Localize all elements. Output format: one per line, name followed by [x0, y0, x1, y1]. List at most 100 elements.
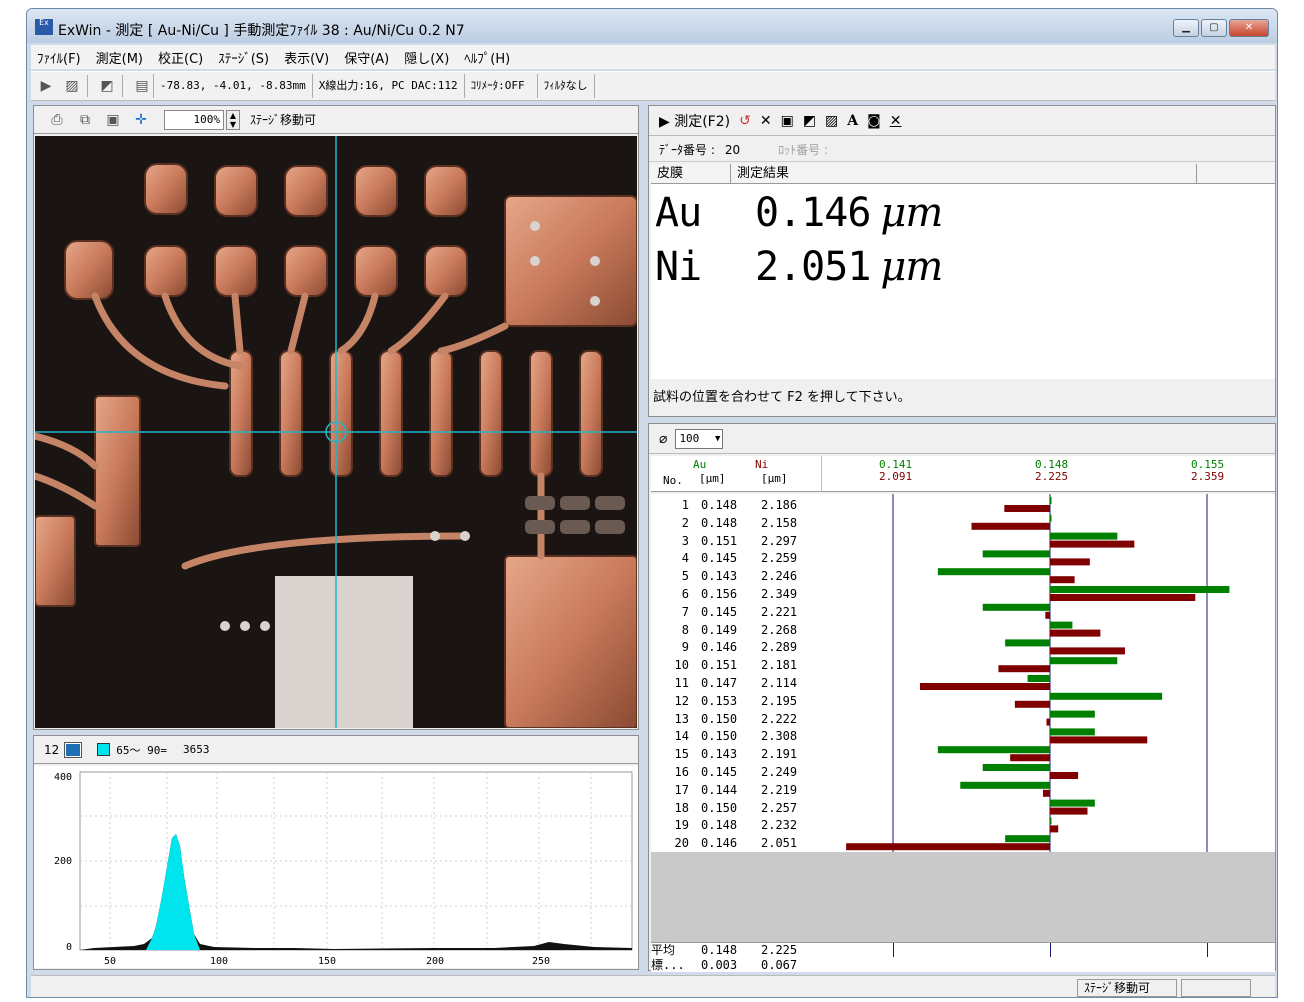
menu-file[interactable]: ﾌｧｲﾙ(F) — [37, 51, 81, 67]
print-icon[interactable]: ⎙ — [51, 111, 63, 128]
pcb-image — [35, 136, 637, 728]
ni-deviation-bar — [1050, 772, 1079, 779]
menu-hidden[interactable]: 隠し(X) — [404, 51, 450, 67]
close-icon[interactable]: ✕ — [889, 112, 902, 129]
row-au-value: 0.143 — [701, 569, 738, 584]
menu-stage[interactable]: ｽﾃｰｼﾞ(S) — [218, 51, 270, 67]
hist-xtick: 50 — [104, 956, 116, 967]
avg-au: 0.148 — [701, 943, 738, 957]
menu-calibrate[interactable]: 校正(C) — [158, 51, 204, 67]
status-cell-empty — [1181, 979, 1251, 997]
camera-icon[interactable]: ◙ — [867, 112, 881, 129]
capture-icon[interactable]: ▣ — [780, 112, 794, 129]
ni-deviation-bar — [1004, 505, 1050, 512]
row-number: 15 — [674, 747, 689, 762]
capture-icon[interactable]: ▣ — [106, 111, 120, 128]
au-deviation-bar — [1050, 817, 1052, 825]
row-au-value: 0.145 — [701, 765, 738, 779]
header-unit-au: [μm] — [699, 472, 726, 485]
menu-bar: ﾌｧｲﾙ(F) 測定(M) 校正(C) ｽﾃｰｼﾞ(S) 表示(V) 保守(A)… — [31, 45, 1275, 69]
au-deviation-bar — [937, 568, 1050, 576]
row-ni-value: 2.114 — [761, 676, 798, 690]
spectrum-icon[interactable]: ▨ — [65, 78, 79, 94]
count-select[interactable]: 100▼ — [675, 428, 724, 449]
hist-xtick: 250 — [532, 956, 550, 967]
copy-icon[interactable]: ⧉ — [80, 111, 90, 128]
histogram-channel: 12 — [44, 742, 60, 757]
spectrum-icon[interactable]: ▨ — [825, 112, 839, 129]
row-ni-value: 2.257 — [761, 800, 798, 815]
camera-panel: ⎙ ⧉ ▣ ✛ 100% ▲▼ ｽﾃｰｼﾞ移動可 — [33, 105, 639, 730]
histogram-color-swatch[interactable] — [97, 743, 111, 756]
row-ni-value: 2.249 — [761, 765, 798, 779]
scale-ni-min: 2.091 — [879, 470, 913, 483]
row-au-value: 0.156 — [701, 587, 738, 601]
stage-status: ｽﾃｰｼﾞ移動可 — [1077, 979, 1177, 997]
delete-icon[interactable]: ✕ — [759, 112, 772, 129]
menu-help[interactable]: ﾍﾙﾌﾟ(H) — [464, 51, 511, 67]
zoom-input[interactable]: 100% — [164, 109, 224, 130]
au-deviation-bar — [1050, 692, 1163, 700]
histogram-panel: 12 65～ 90= 3653 400 200 0 50 — [33, 735, 639, 970]
hist-ytick: 200 — [54, 856, 72, 867]
graph-icon[interactable]: ◩ — [100, 78, 114, 94]
au-deviation-bar — [1027, 675, 1050, 682]
play-icon[interactable]: ▶ — [40, 78, 52, 94]
row-ni-value: 2.232 — [761, 818, 798, 833]
au-deviation-bar — [1050, 710, 1095, 718]
maximize-button[interactable]: ▢ — [1201, 19, 1227, 37]
ni-deviation-bar — [1042, 789, 1050, 797]
au-deviation-bar — [960, 781, 1050, 789]
result-element: Ni — [655, 244, 702, 290]
menu-view[interactable]: 表示(V) — [284, 51, 330, 67]
eraser-icon[interactable]: ⌀ — [659, 430, 668, 447]
histogram-image-icon[interactable] — [64, 741, 83, 758]
scale-ni-max: 2.359 — [1191, 470, 1225, 483]
hist-xtick: 150 — [318, 956, 336, 967]
measure-run-button[interactable]: ▶ 測定(F2) — [659, 113, 731, 130]
close-button[interactable]: ✕ — [1229, 19, 1269, 37]
row-au-value: 0.150 — [701, 800, 738, 815]
row-au-value: 0.151 — [701, 533, 738, 548]
crosshair-icon[interactable]: ✛ — [135, 111, 147, 128]
menu-maintenance[interactable]: 保守(A) — [344, 51, 390, 67]
menu-measure[interactable]: 測定(M) — [95, 51, 143, 67]
result-unit: μm — [880, 244, 943, 290]
sd-au: 0.003 — [701, 958, 738, 972]
row-au-value: 0.148 — [701, 515, 738, 530]
camera-view[interactable] — [35, 136, 637, 728]
main-toolbar: ▶ ▨ ◩ ▤ -78.83, -4.01, -8.83mm X線出力:16, … — [31, 71, 1275, 101]
minimize-button[interactable]: ▁ — [1173, 19, 1199, 37]
report-icon[interactable]: ▤ — [135, 78, 149, 94]
graph-icon[interactable]: ◩ — [802, 112, 817, 129]
xray-output: X線出力:16, PC DAC:112 — [311, 74, 464, 98]
collimator-status: ｺﾘﾒｰﾀ:OFF — [463, 74, 531, 98]
ni-deviation-bar — [1050, 736, 1148, 744]
zoom-spinner[interactable]: ▲▼ — [226, 109, 240, 130]
undo-icon[interactable]: ↺ — [739, 112, 751, 129]
font-icon[interactable]: A — [847, 112, 859, 129]
result-value: 2.051 — [755, 244, 871, 290]
table-footer: 平均 0.148 2.225 標... 0.003 0.067 — [651, 942, 1275, 972]
